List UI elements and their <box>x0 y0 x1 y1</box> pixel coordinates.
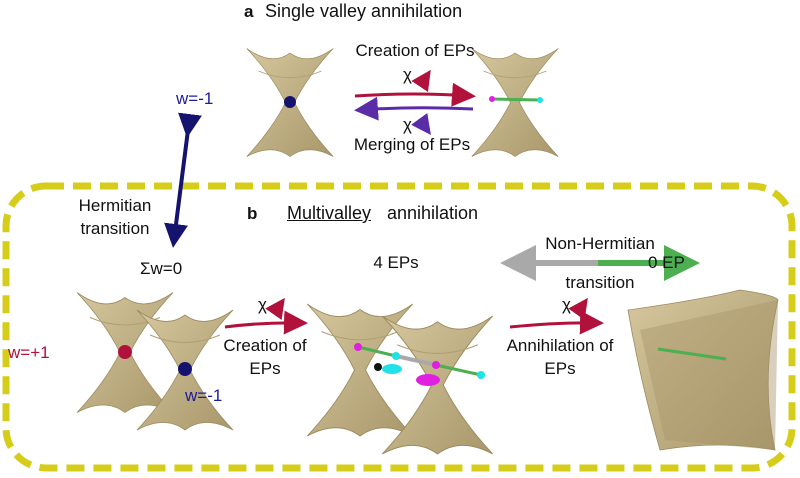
annihilation-label-1: Annihilation of <box>506 336 614 355</box>
weyl-point-blue <box>178 362 192 376</box>
creation-label-1: Creation of <box>223 336 307 355</box>
creation-arrow-b <box>224 310 308 335</box>
flat-sheet <box>627 289 779 451</box>
ep-magenta-2 <box>432 361 440 369</box>
creation-arrow <box>354 82 476 107</box>
ep-cyan <box>537 97 543 103</box>
non-hermitian-label-2: transition <box>565 273 635 292</box>
chi-up-arrow <box>411 69 431 93</box>
ep-cone-single <box>471 48 559 157</box>
chi-up-arrow-b <box>265 297 285 321</box>
exceptional-line-sheet <box>657 347 727 361</box>
panel-a-letter: a <box>244 2 254 21</box>
sheet-fold <box>640 300 778 450</box>
four-eps-label: 4 EPs <box>373 253 419 272</box>
chi-symbol: χ <box>562 295 571 314</box>
annihilation-label-2: EPs <box>544 359 576 378</box>
merging-arrow <box>354 96 474 121</box>
weyl-point-red <box>118 345 132 359</box>
panel-b-title-underlined: Multivalley <box>287 203 372 223</box>
ep-cyan-2 <box>477 371 485 379</box>
sum-winding: Σw=0 <box>140 259 183 278</box>
creation-label: Creation of EPs <box>355 41 475 60</box>
gray-link <box>395 354 437 367</box>
hermitian-double-arrow <box>164 112 202 248</box>
chi-down-arrow <box>411 112 431 136</box>
chi-symbol: χ <box>403 115 412 134</box>
black-marker <box>374 363 382 371</box>
multivalley-dashed-frame <box>2 182 796 472</box>
w-plus-label: w=+1 <box>8 343 50 362</box>
panel-b-letter: b <box>247 204 258 223</box>
ep-magenta-1 <box>354 343 362 351</box>
w-minus-label: w=-1 <box>185 386 223 405</box>
panel-b-title-rest: annihilation <box>387 203 479 223</box>
zero-ep-label: 0 EP <box>648 253 685 272</box>
chi-symbol: χ <box>403 65 412 84</box>
hermitian-label-2: transition <box>80 219 150 238</box>
cyan-marker <box>382 364 402 374</box>
ep-cone-right <box>381 315 494 455</box>
exceptional-line <box>491 97 541 102</box>
ep-magenta <box>489 96 495 102</box>
creation-label-2: EPs <box>249 359 281 378</box>
exceptional-line-2 <box>435 363 482 377</box>
merging-label: Merging of EPs <box>353 135 471 154</box>
chi-symbol: χ <box>258 295 267 314</box>
hermitian-label-1: Hermitian <box>78 196 152 215</box>
chi-up-arrow-c <box>568 297 588 321</box>
ep-cyan-1 <box>392 352 400 360</box>
panel-a-title: Single valley annihilation <box>265 1 463 21</box>
non-hermitian-label-1: Non-Hermitian <box>545 234 655 253</box>
annihilation-arrow <box>509 310 604 335</box>
weyl-point-blue <box>284 96 296 108</box>
winding-label: w=-1 <box>176 89 214 108</box>
magenta-marker <box>416 374 440 386</box>
exceptional-line-1 <box>357 345 397 358</box>
